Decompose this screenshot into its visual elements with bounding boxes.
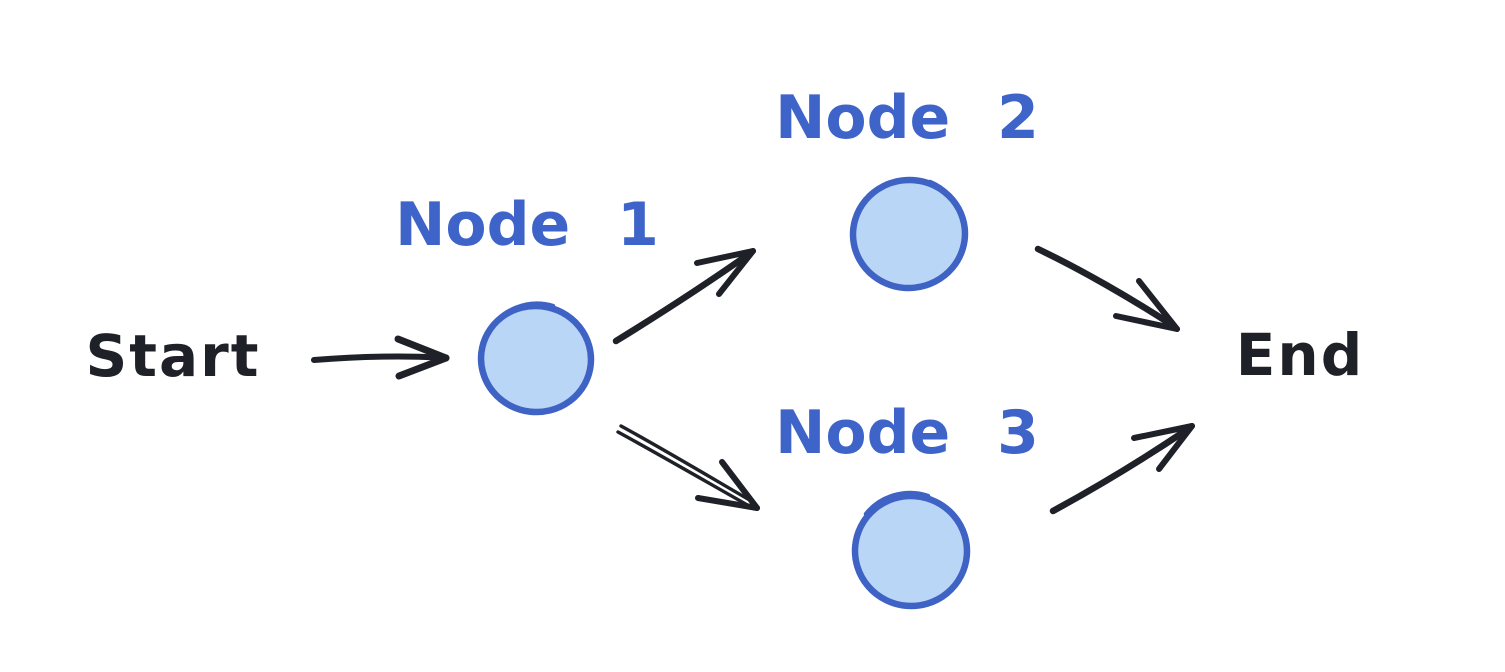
edge-node1-to-node2-arrow (612, 248, 756, 345)
end-label: End (1236, 321, 1364, 389)
edge-node1-to-node3-arrow (616, 424, 760, 511)
start-label: Start (86, 322, 261, 390)
edge-node3-to-end-arrow (1049, 423, 1195, 515)
node-2-shape (849, 176, 969, 292)
node-3-label: Node 3 (775, 398, 1039, 468)
node-2-label: Node 2 (775, 83, 1039, 153)
node-3-shape (851, 490, 971, 610)
node-1-label: Node 1 (395, 190, 659, 260)
edge-node2-to-end-arrow (1034, 245, 1180, 332)
node-1-shape (477, 301, 595, 416)
edge-start-to-node1-arrow (311, 335, 450, 380)
